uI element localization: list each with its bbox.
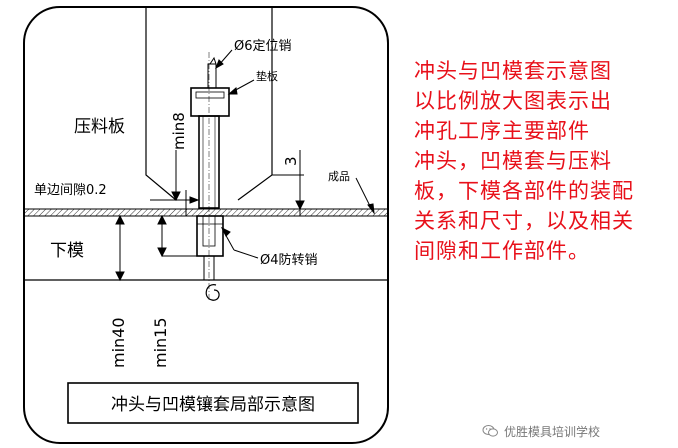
leader-product — [355, 177, 375, 215]
description-line: 间隙和工作部件。 — [414, 239, 590, 263]
label-dowel-pin: Ø6定位销 — [234, 39, 292, 54]
description-line: 冲孔工序主要部件 — [414, 119, 590, 143]
dim-min8 — [171, 150, 181, 202]
description-line: 以比例放大图表示出 — [414, 89, 612, 113]
caption-text: 冲头与凹模镶套局部示意图 — [111, 394, 315, 415]
leader-backing-plate — [227, 79, 255, 95]
description-panel: 冲头与凹模套示意图 以比例放大图表示出 冲孔工序主要部件 冲头，凹模套与压料 板… — [414, 56, 676, 266]
slug — [203, 255, 215, 281]
dowel-pin-tip — [209, 56, 217, 65]
label-backing-plate: 垫板 — [256, 69, 278, 83]
wechat-icon — [482, 425, 498, 437]
label-min15: min15 — [151, 317, 170, 368]
description-line: 冲头，凹模套与压料 — [414, 149, 612, 173]
watermark: 优胜模具培训学校 — [482, 420, 600, 442]
die-bushing — [196, 215, 224, 257]
label-dim-3: 3 — [282, 156, 300, 166]
label-product: 成品 — [328, 170, 350, 183]
description-line: 冲头与凹模套示意图 — [414, 59, 612, 83]
dim-min40 — [115, 214, 125, 282]
label-stripper-plate: 压料板 — [74, 117, 125, 137]
caption-box — [67, 382, 359, 424]
leader-anti-rotation-pin — [220, 226, 259, 259]
label-lower-die: 下模 — [50, 241, 84, 261]
description-line: 关系和尺寸，以及相关 — [414, 209, 634, 233]
dim-min15 — [157, 214, 197, 258]
watermark-text: 优胜模具培训学校 — [504, 424, 601, 439]
punch-head-inner — [195, 91, 225, 99]
punch-die-diagram: Ø6定位销 垫板 压料板 min8 3 成品 单边间隙0.2 下模 Ø4防转销 … — [23, 6, 389, 444]
product-strip — [23, 208, 389, 217]
label-min8: min8 — [170, 112, 188, 150]
label-min40: min40 — [109, 317, 128, 368]
label-anti-rotation-pin: Ø4防转销 — [260, 252, 318, 268]
die-bushing-hole — [202, 215, 216, 247]
label-side-clearance: 单边间隙0.2 — [34, 183, 107, 198]
dim-3 — [272, 150, 305, 216]
outer-frame — [23, 6, 389, 444]
spring-symbol — [205, 284, 220, 301]
dim-side-clearance — [150, 190, 200, 216]
leader-dowel-pin — [215, 49, 233, 70]
description-line: 板，下模各部件的装配 — [414, 179, 634, 203]
